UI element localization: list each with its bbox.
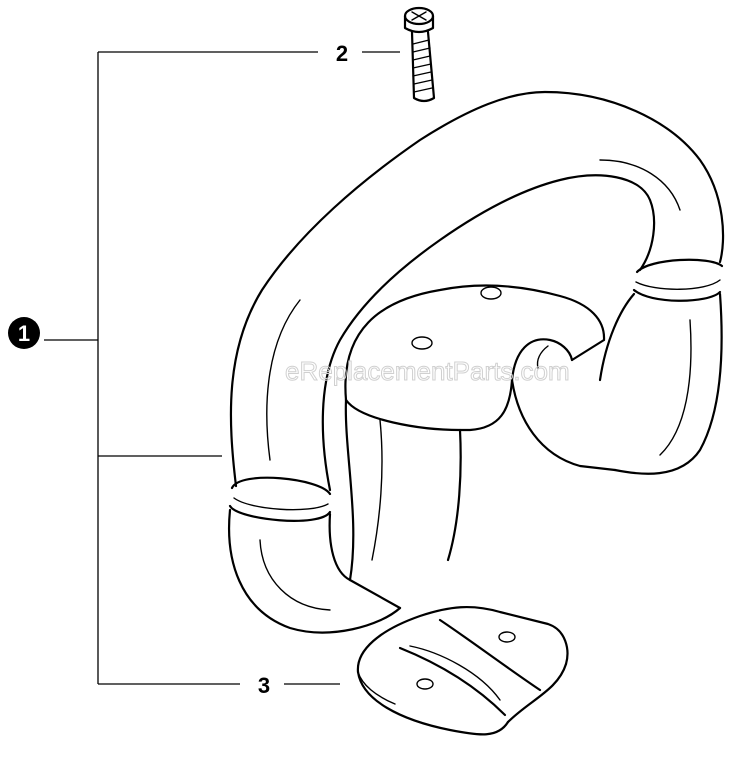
callout-1-assembly[interactable]: 1: [8, 317, 40, 349]
handle-loop[interactable]: [228, 90, 725, 634]
callout-2-label[interactable]: 2: [336, 41, 348, 66]
clamp-part[interactable]: [356, 605, 569, 736]
callout-1-label: 1: [18, 321, 30, 346]
callout-3-label[interactable]: 3: [258, 673, 270, 698]
mounting-block[interactable]: [344, 284, 617, 610]
watermark-text: eReplacementParts.com: [285, 356, 570, 386]
callout-bracket: [44, 51, 400, 685]
screw-part[interactable]: [403, 6, 436, 103]
